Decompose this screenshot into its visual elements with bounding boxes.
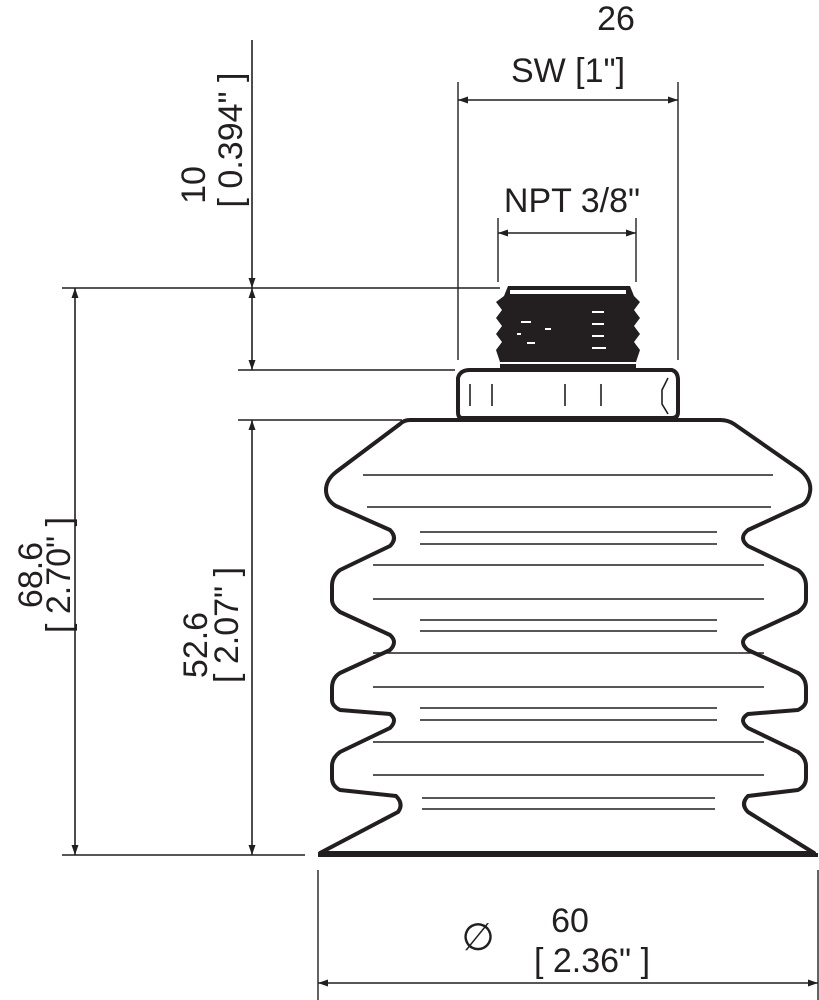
diameter-inch: [ 2.36" ] — [534, 942, 650, 980]
bellows-ribs — [363, 474, 773, 810]
bellows-height-inch: [ 2.07" ] — [208, 567, 246, 683]
sw-label: SW [1"] — [511, 52, 625, 90]
sw-value: 26 — [597, 0, 635, 38]
bellows-height-value: 52.6 — [177, 612, 215, 678]
thread-height-value: 10 — [175, 166, 213, 204]
diameter-symbol: ∅ — [461, 917, 494, 959]
npt-label: NPT 3/8" — [504, 182, 640, 220]
dimension-lines — [71, 40, 818, 987]
thread-height-inch: [ 0.394" ] — [212, 73, 250, 208]
npt-thread — [496, 286, 640, 369]
overall-height-inch: [ 2.70" ] — [40, 517, 78, 633]
diameter-value: 60 — [551, 902, 589, 940]
overall-height-value: 68.6 — [12, 542, 50, 608]
bellows-body — [318, 418, 816, 855]
hex-nut — [456, 368, 680, 420]
extension-lines — [62, 82, 819, 1000]
dimension-labels: 26 SW [1"] NPT 3/8" 10 [ 0.394" ] 68.6 [… — [12, 0, 650, 980]
